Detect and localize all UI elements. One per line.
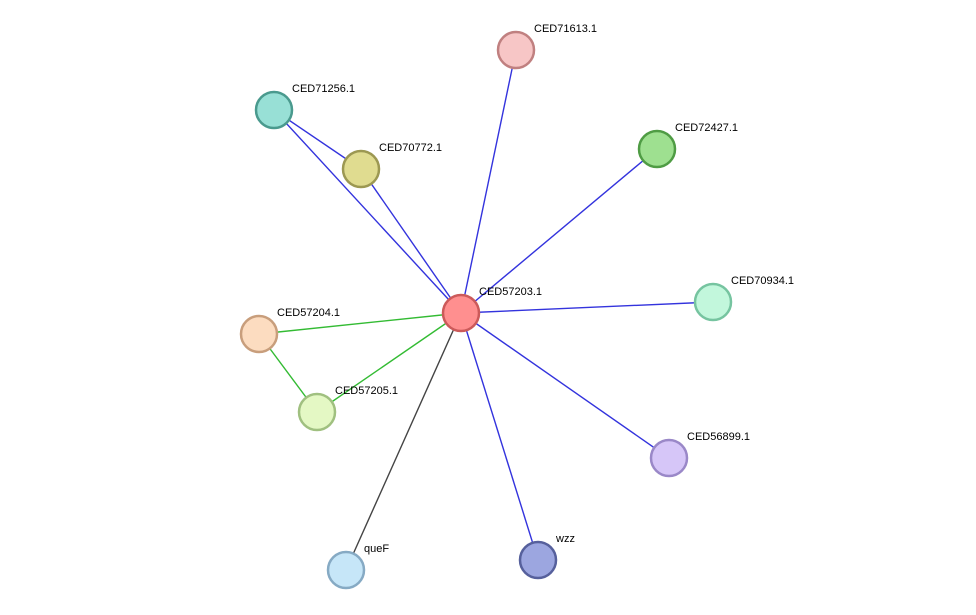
node-ced70934-1[interactable]: CED70934.1 bbox=[693, 275, 794, 322]
node-label: CED70772.1 bbox=[379, 142, 442, 154]
node-label: queF bbox=[364, 543, 389, 555]
node-ced71613-1[interactable]: CED71613.1 bbox=[496, 23, 597, 70]
node-circle[interactable] bbox=[341, 149, 381, 189]
node-ced57203-1[interactable]: CED57203.1 bbox=[441, 286, 542, 333]
node-quef[interactable]: queF bbox=[326, 543, 389, 590]
node-circle[interactable] bbox=[518, 540, 558, 580]
node-label: CED57205.1 bbox=[335, 385, 398, 397]
node-circle[interactable] bbox=[496, 30, 536, 70]
edge-ced57203-1-ced57205-1 bbox=[316, 312, 462, 413]
node-label: CED72427.1 bbox=[675, 122, 738, 134]
node-ced57205-1[interactable]: CED57205.1 bbox=[297, 385, 398, 432]
network-nodes: CED57203.1 CED71613.1CED71256.1CED70772.1… bbox=[239, 23, 794, 590]
edge-ced57203-1-ced72427-1 bbox=[460, 148, 658, 314]
node-label: CED71256.1 bbox=[292, 83, 355, 95]
edge-ced57203-1-ced70772-1 bbox=[360, 168, 462, 314]
node-circle[interactable] bbox=[297, 392, 337, 432]
node-circle[interactable] bbox=[637, 129, 677, 169]
node-ced72427-1[interactable]: CED72427.1 bbox=[637, 122, 738, 169]
node-ced56899-1[interactable]: CED56899.1 bbox=[649, 431, 750, 478]
node-label: CED57203.1 bbox=[479, 286, 542, 298]
edge-ced57203-1-ced71256-1 bbox=[273, 109, 462, 314]
edge-ced57203-1-ced70934-1 bbox=[460, 301, 714, 314]
node-label: CED56899.1 bbox=[687, 431, 750, 443]
node-label: CED71613.1 bbox=[534, 23, 597, 35]
node-circle[interactable] bbox=[693, 282, 733, 322]
network-edges bbox=[258, 49, 714, 571]
node-ced71256-1[interactable]: CED71256.1 bbox=[254, 83, 355, 130]
node-label: CED57204.1 bbox=[277, 307, 340, 319]
edge-ced57203-1-ced71613-1 bbox=[460, 49, 517, 314]
edge-ced57203-1-ced57204-1 bbox=[258, 312, 462, 335]
node-circle[interactable] bbox=[239, 314, 279, 354]
node-label: wzz bbox=[555, 533, 575, 545]
node-ced70772-1[interactable]: CED70772.1 bbox=[341, 142, 442, 189]
edge-ced57203-1-wzz bbox=[460, 312, 539, 561]
edge-ced57203-1-ced56899-1 bbox=[460, 312, 670, 459]
node-wzz[interactable]: wzz bbox=[518, 533, 575, 580]
node-ced57204-1[interactable]: CED57204.1 bbox=[239, 307, 340, 354]
node-circle[interactable] bbox=[441, 293, 481, 333]
node-circle[interactable] bbox=[649, 438, 689, 478]
edge-ced57203-1-quef bbox=[345, 312, 462, 571]
node-label: CED70934.1 bbox=[731, 275, 794, 287]
node-circle[interactable] bbox=[254, 90, 294, 130]
node-circle[interactable] bbox=[326, 550, 366, 590]
